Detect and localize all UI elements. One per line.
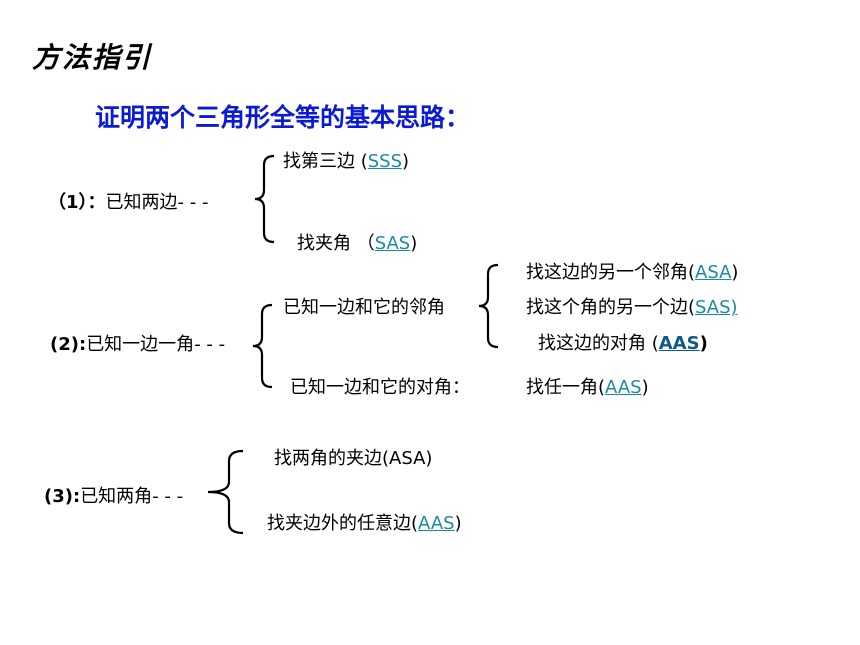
case3-dash: - - -: [152, 486, 184, 507]
case1-label: （1）：已知两边- - -: [48, 188, 208, 214]
page-title: 方法指引: [32, 41, 153, 74]
case1-branch-sss: 找第三边 (SSS): [283, 151, 410, 172]
aas-link-bold[interactable]: AAS: [658, 333, 700, 354]
case2-branch-aas: 找这边的对角 (AAS): [538, 333, 708, 354]
sas-link-2[interactable]: SAS): [695, 297, 738, 318]
case3-label: (3):已知两角- - -: [44, 482, 183, 508]
case2-brace: [252, 303, 273, 389]
case2-branch-sas: 找这个角的另一个边(SAS): [526, 297, 738, 318]
section-subtitle: 证明两个三角形全等的基本思路：: [95, 103, 471, 132]
case2-branch-any-angle: 找任一角(AAS): [526, 377, 649, 398]
case3-number: (3):: [44, 486, 81, 507]
asa-link[interactable]: ASA: [695, 262, 732, 283]
case3-branch-aas: 找夹边外的任意边(AAS): [267, 513, 462, 534]
case1-dash: - - -: [177, 192, 209, 213]
case2-sub2: 已知一边和它的对角：: [290, 377, 470, 398]
sss-link[interactable]: SSS: [367, 151, 403, 172]
aas-link[interactable]: AAS: [605, 377, 642, 398]
case1-branch-sas: 找夹角 （SAS): [297, 233, 418, 254]
case2-branch-asa: 找这边的另一个邻角(ASA): [526, 262, 739, 283]
case1-condition: 已知两边: [105, 192, 178, 213]
case2-label: (2):已知一边一角- - -: [50, 330, 225, 356]
case2-dash: - - -: [194, 334, 226, 355]
case2-sub1-brace: [478, 263, 499, 349]
case1-brace: [254, 154, 275, 244]
case2-condition: 已知一边一角: [86, 334, 195, 355]
case1-number: （1）：: [48, 192, 106, 213]
case3-condition: 已知两角: [80, 486, 153, 507]
case3-brace: [207, 449, 244, 535]
case2-sub1: 已知一边和它的邻角: [283, 297, 445, 318]
case2-number: (2):: [50, 334, 87, 355]
case3-branch-asa: 找两角的夹边(ASA): [274, 448, 433, 469]
aas-link-3[interactable]: AAS: [418, 513, 455, 534]
sas-link[interactable]: SAS: [374, 233, 411, 254]
